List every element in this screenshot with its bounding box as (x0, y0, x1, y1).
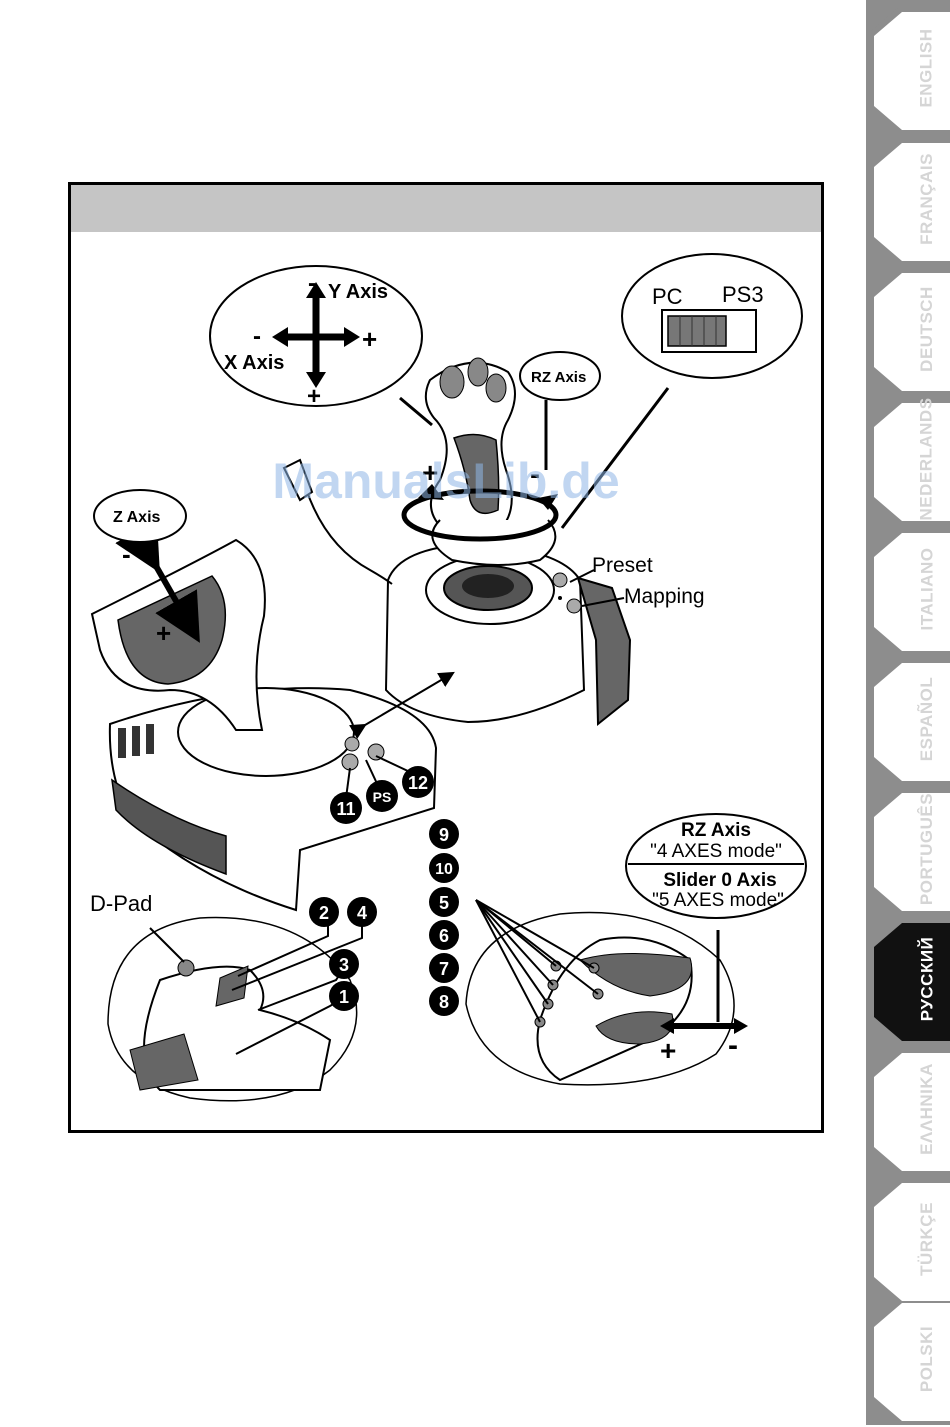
button-9-label: 9 (439, 825, 449, 845)
mode4-title: RZ Axis (681, 820, 751, 841)
axes-mode-callout: RZ Axis "4 AXES mode" Slider 0 Axis "5 A… (626, 814, 806, 918)
mode-switch-callout: PC PS3 (622, 254, 802, 378)
button-6-label: 6 (439, 926, 449, 946)
mode4-subtitle: "4 AXES mode" (650, 841, 782, 862)
switch-pc-label: PC (652, 284, 683, 309)
switch-ps3-label: PS3 (722, 282, 764, 307)
x-axis-label: X Axis (224, 352, 284, 374)
slider-detail-view: + - (466, 900, 748, 1085)
button-12-label: 12 (408, 773, 428, 793)
button-8-label: 8 (439, 992, 449, 1012)
x-minus: - (253, 323, 261, 350)
y-axis-label: Y Axis (328, 281, 388, 303)
watermark: ManualsLib.de (216, 452, 676, 510)
slider-plus: + (660, 1035, 676, 1066)
z-axis-callout: Z Axis (94, 490, 186, 542)
mapping-label: Mapping (624, 585, 705, 608)
button-3-label: 3 (339, 955, 349, 975)
button-5-label: 5 (439, 893, 449, 913)
rz-axis-callout: RZ Axis (520, 352, 600, 400)
z-plus: + (156, 618, 171, 648)
dpad-label: D-Pad (90, 891, 152, 916)
button-7-label: 7 (439, 959, 449, 979)
y-plus: + (307, 383, 321, 410)
z-axis-label: Z Axis (113, 509, 161, 526)
button-11-label: 11 (336, 799, 355, 819)
button-ps-label: PS (373, 789, 392, 805)
mode5-subtitle: "5 AXES mode" (652, 890, 784, 911)
button-10-label: 10 (435, 861, 453, 878)
rz-axis-label: RZ Axis (531, 369, 586, 386)
throttle-unit: - + (92, 539, 436, 910)
button-2-label: 2 (319, 903, 329, 923)
button-4-label: 4 (357, 903, 367, 923)
slider-minus: - (728, 1029, 738, 1062)
mode5-title: Slider 0 Axis (663, 870, 776, 891)
x-plus: + (362, 324, 377, 354)
z-minus: - (122, 539, 131, 569)
preset-label: Preset (592, 554, 653, 577)
xy-axis-callout: Y Axis X Axis - + - + (210, 266, 422, 410)
y-minus: - (308, 270, 316, 297)
button-1-label: 1 (339, 987, 349, 1007)
